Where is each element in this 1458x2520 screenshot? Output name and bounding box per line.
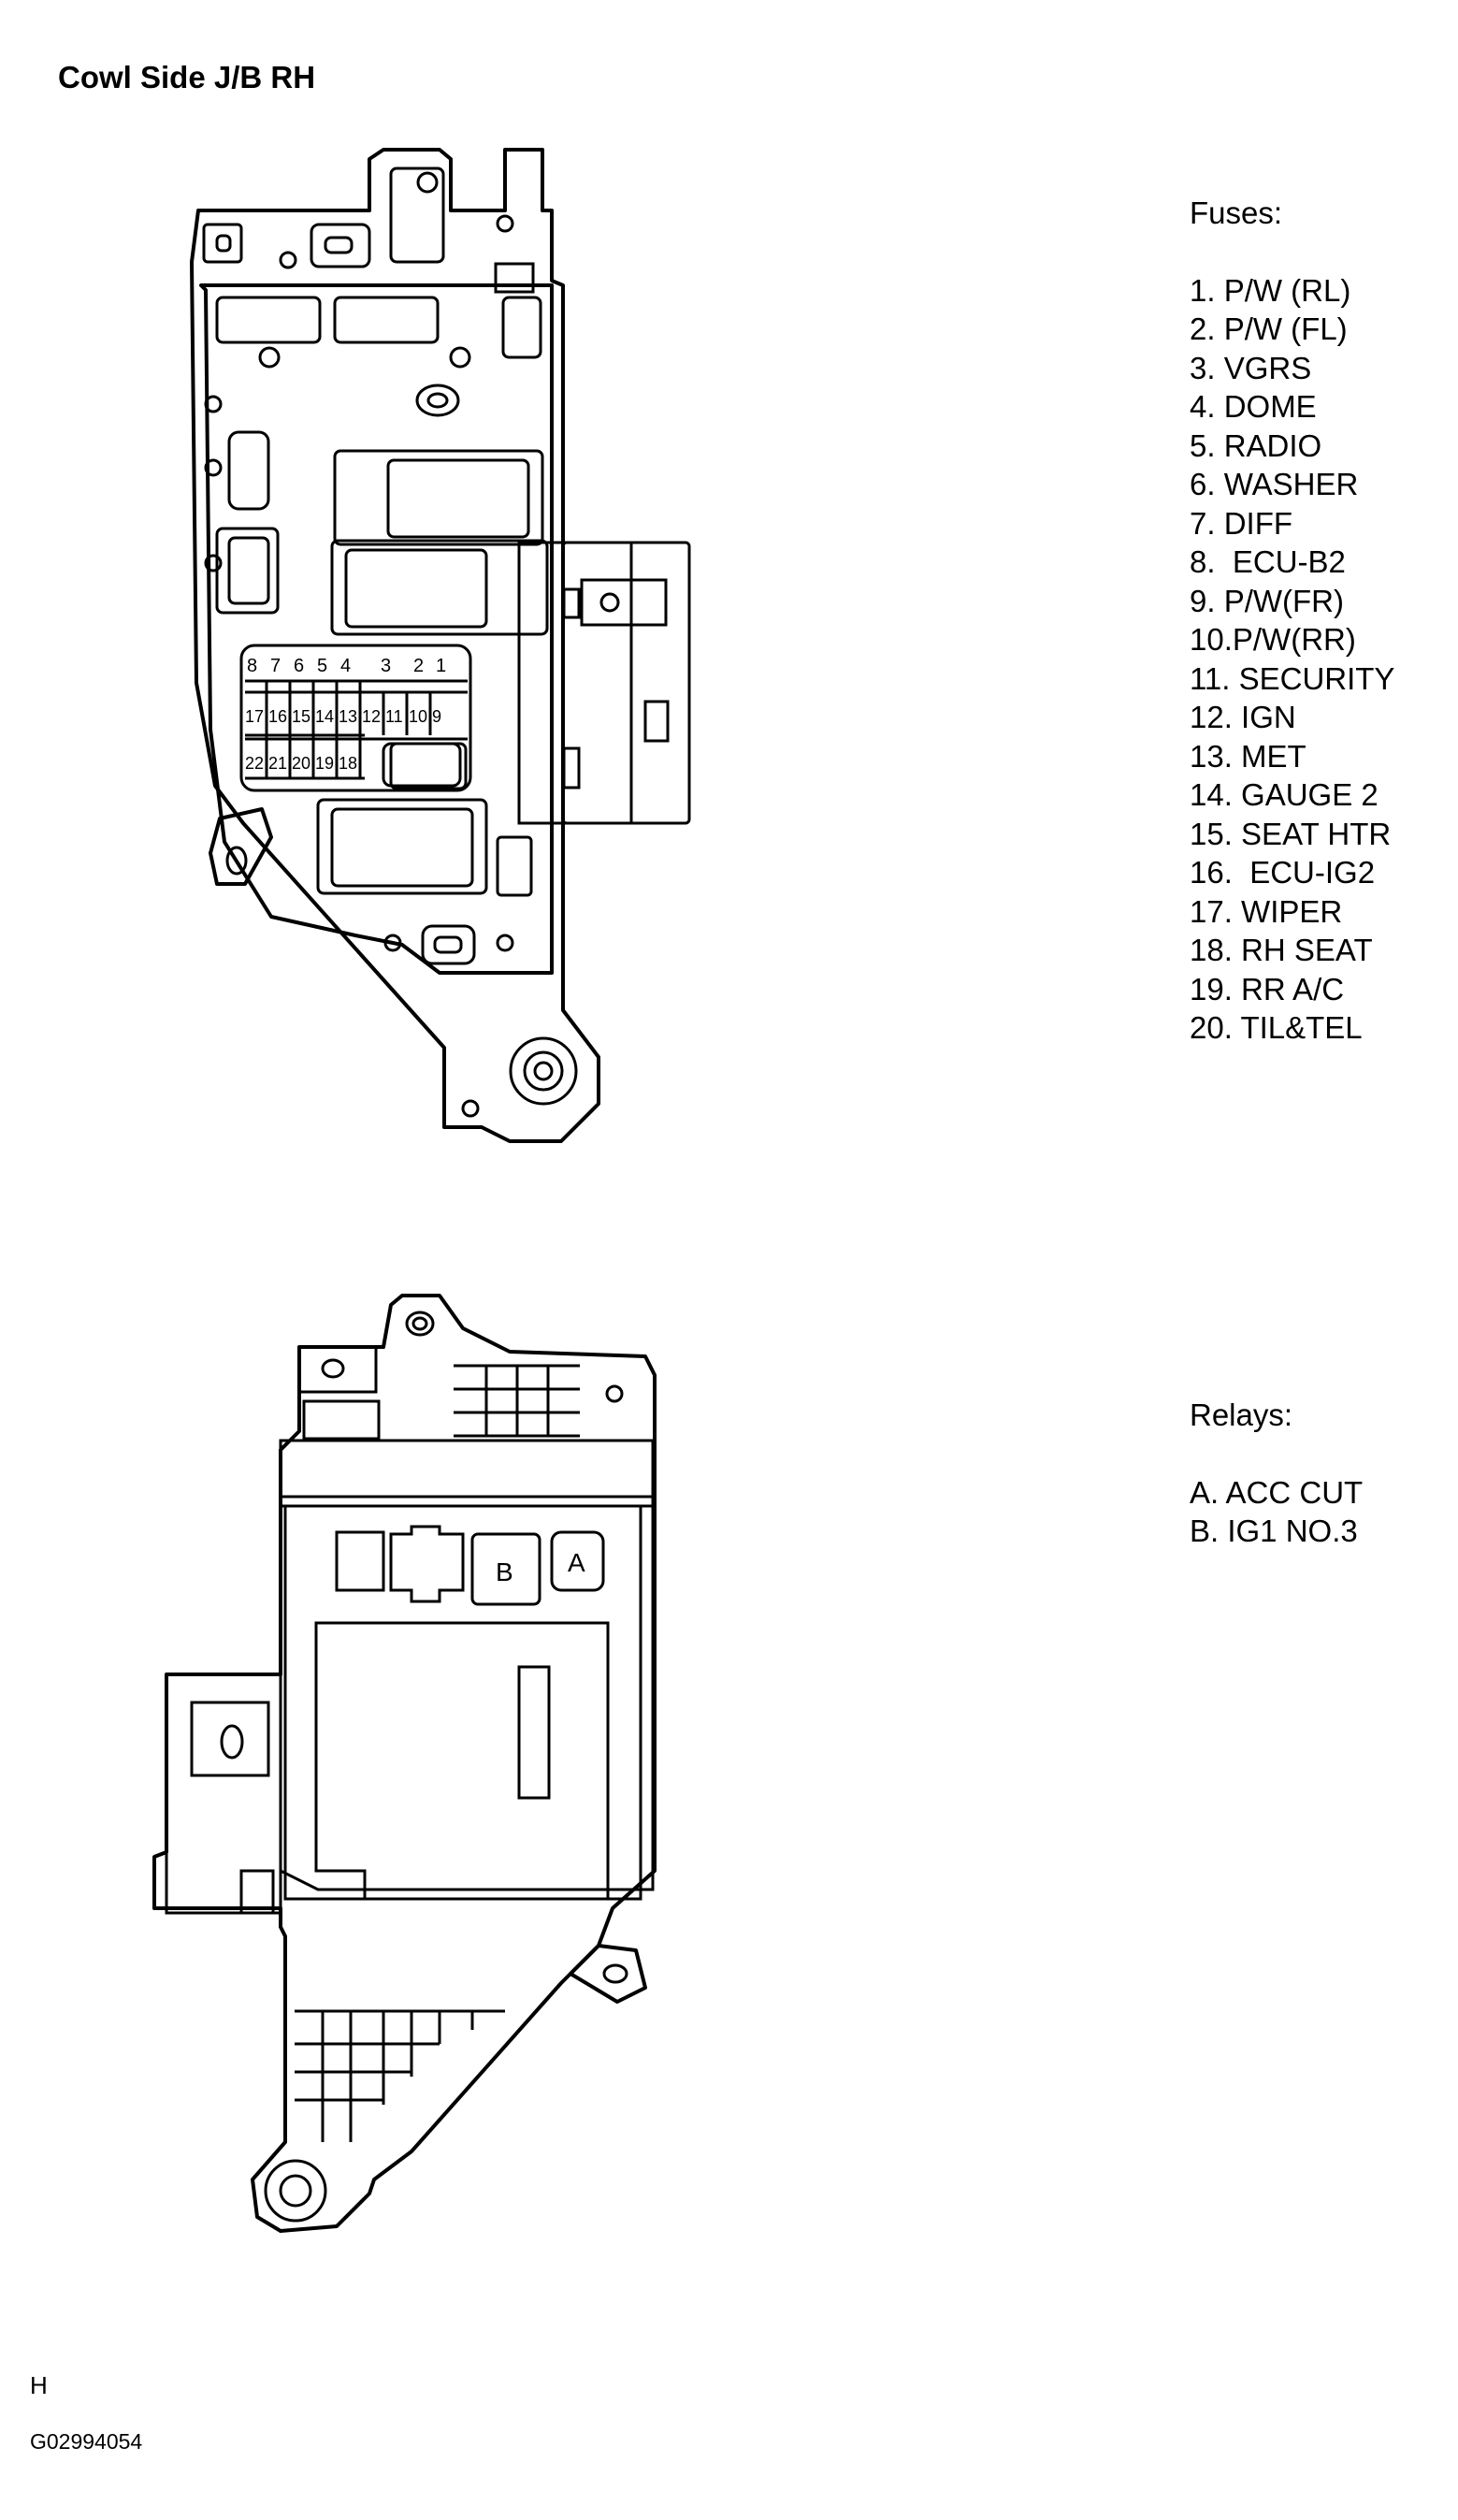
fuse-grid — [245, 679, 468, 788]
fuse-item: 13. MET — [1190, 738, 1306, 774]
fuse-pos-17: 17 — [245, 707, 264, 726]
diagram-title: Cowl Side J/B RH — [58, 60, 316, 94]
relay-b-label: B — [496, 1557, 513, 1586]
fuse-item: 9. P/W(FR) — [1190, 583, 1344, 618]
fuse-pos-22: 22 — [245, 754, 264, 773]
fuse-item: 3. VGRS — [1190, 350, 1312, 385]
fuse-pos-15: 15 — [292, 707, 310, 726]
fuse-pos-21: 21 — [268, 754, 287, 773]
fuse-item: 5. RADIO — [1190, 427, 1322, 463]
fuse-item: 16. ECU-IG2 — [1190, 855, 1376, 890]
fuse-item: 15. SEAT HTR — [1190, 816, 1392, 851]
fuse-item: 19. RR A/C — [1190, 971, 1345, 1007]
fuse-pos-20: 20 — [292, 754, 310, 773]
fuses-heading: Fuses: — [1190, 196, 1283, 230]
fuse-pos-1: 1 — [436, 656, 446, 676]
fuse-position-labels: 8 7 6 5 4 3 2 1 17 16 15 14 13 12 11 10 … — [245, 656, 446, 773]
jb-rear-view: B A — [152, 1294, 657, 2233]
fuse-pos-4: 4 — [340, 656, 351, 676]
fuse-item: 12. IGN — [1190, 700, 1296, 734]
relays-heading: Relays: — [1190, 1398, 1293, 1432]
relays-legend: Relays: A. ACC CUT B. IG1 NO.3 — [1190, 1396, 1363, 1551]
fuse-pos-5: 5 — [317, 656, 327, 676]
fuse-pos-9: 9 — [432, 707, 441, 726]
fuse-item: 18. RH SEAT — [1190, 933, 1373, 967]
fuses-list: 1. P/W (RL) 2. P/W (FL) 3. VGRS 4. DOME … — [1190, 271, 1394, 1048]
fuse-pos-12: 12 — [362, 707, 381, 726]
figure-code: G02994054 — [30, 2429, 143, 2454]
fuse-pos-16: 16 — [268, 707, 287, 726]
jb-front-view — [190, 148, 691, 1143]
fuse-pos-14: 14 — [315, 707, 334, 726]
fuse-item: 14. GAUGE 2 — [1190, 777, 1379, 812]
footer-letter: H — [30, 2371, 48, 2399]
fuse-pos-8: 8 — [247, 656, 257, 676]
fuse-pos-2: 2 — [413, 656, 424, 676]
fuse-pos-11: 11 — [385, 707, 403, 726]
fuses-legend: Fuses: 1. P/W (RL) 2. P/W (FL) 3. VGRS 4… — [1190, 194, 1394, 1048]
fuse-item: 11. SECURITY — [1190, 660, 1395, 696]
fuse-item: 17. WIPER — [1190, 893, 1343, 929]
fuse-pos-6: 6 — [294, 656, 304, 676]
relay-a-label: A — [568, 1548, 585, 1577]
fuse-item: 20. TIL&TEL — [1190, 1010, 1363, 1045]
fuse-pos-19: 19 — [315, 754, 334, 773]
relays-list: A. ACC CUT B. IG1 NO.3 — [1190, 1473, 1363, 1551]
fuse-item: 1. P/W (RL) — [1190, 272, 1351, 308]
fuse-pos-10: 10 — [409, 707, 427, 726]
relay-item: A. ACC CUT — [1190, 1474, 1364, 1510]
fuse-pos-7: 7 — [270, 656, 281, 676]
fuse-item: 7. DIFF — [1190, 505, 1293, 541]
fuse-item: 4. DOME — [1190, 389, 1317, 424]
fuse-item: 6. WASHER — [1190, 467, 1359, 501]
fuse-item: 2. P/W (FL) — [1190, 311, 1348, 346]
relay-item: B. IG1 NO.3 — [1190, 1513, 1358, 1548]
fuse-pos-18: 18 — [339, 754, 357, 773]
fuse-item: 10.P/W(RR) — [1190, 622, 1356, 657]
fuse-pos-13: 13 — [339, 707, 357, 726]
fuse-item: 8. ECU-B2 — [1190, 544, 1346, 579]
fuse-pos-3: 3 — [381, 656, 391, 676]
